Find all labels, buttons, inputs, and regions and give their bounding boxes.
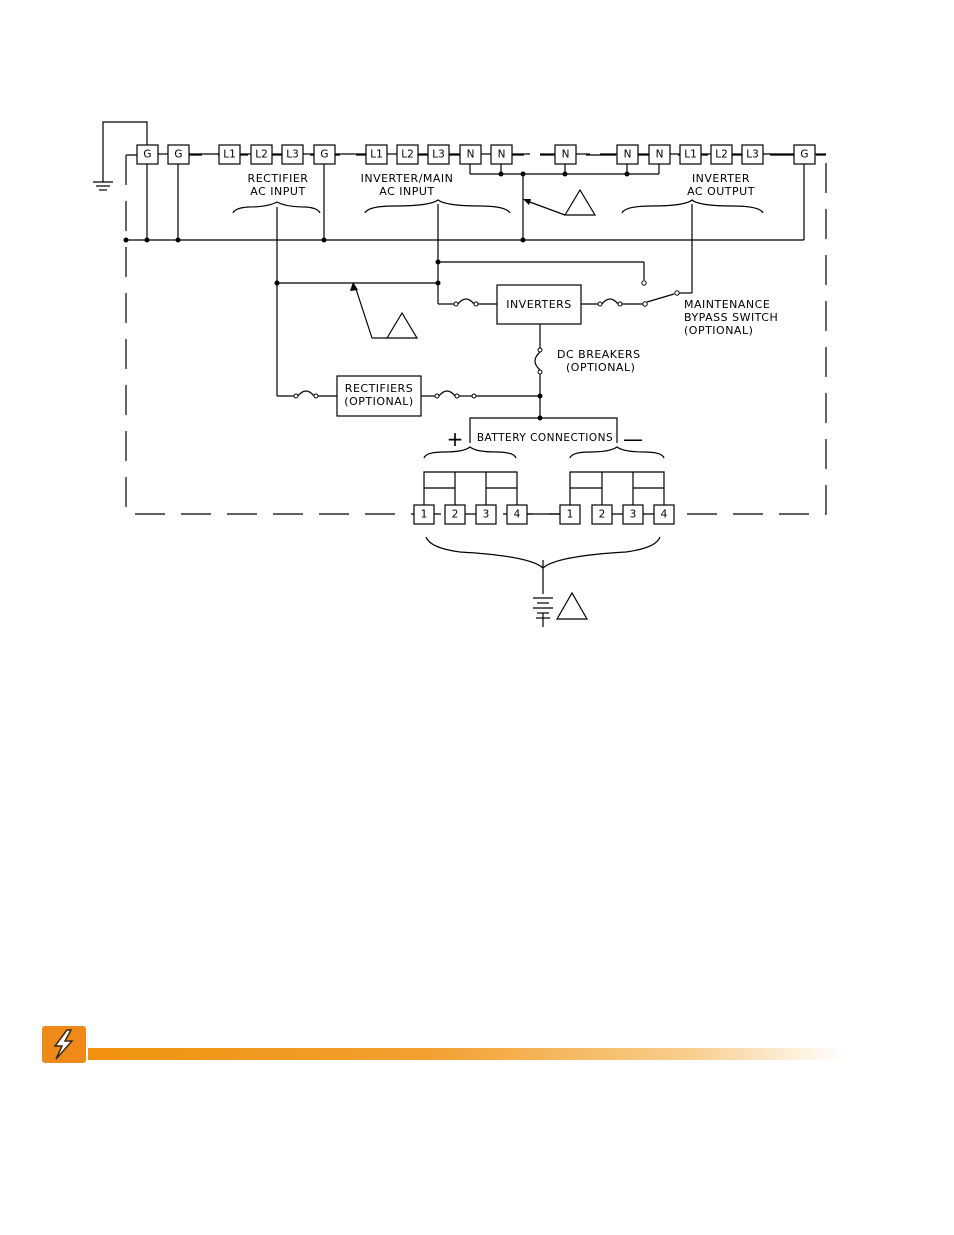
svg-text:N: N [467, 149, 475, 161]
battery-neg-terminal-4: 4 [654, 505, 674, 524]
svg-text:L1: L1 [223, 149, 236, 161]
svg-text:4: 4 [514, 509, 521, 521]
svg-text:L3: L3 [286, 149, 299, 161]
terminal-n-3: N [555, 145, 576, 164]
svg-text:1: 1 [421, 509, 428, 521]
svg-text:N: N [656, 149, 664, 161]
svg-text:3: 3 [630, 509, 637, 521]
terminal-l1-out: L1 [680, 145, 701, 164]
battery-jumpers-negative [570, 472, 664, 505]
inverter-ac-output-line2: AC OUTPUT [687, 185, 755, 198]
neutral-bus [470, 164, 659, 243]
terminal-l1-main: L1 [366, 145, 387, 164]
battery-connections-label: BATTERY CONNECTIONS [477, 432, 613, 444]
battery-neg-terminal-3: 3 [623, 505, 643, 524]
rectifier-ac-input-line1: RECTIFIER [248, 172, 309, 185]
battery-terminals: 1 2 3 4 1 2 3 4 [414, 505, 674, 524]
svg-text:N: N [498, 149, 506, 161]
inverter-output-path [581, 299, 647, 306]
battery-pos-terminal-4: 4 [507, 505, 527, 524]
terminal-g-3: G [314, 145, 335, 164]
inverter-ac-output-line1: INVERTER [692, 172, 750, 185]
terminal-l2-main: L2 [397, 145, 418, 164]
battery-connections: BATTERY CONNECTIONS + — [424, 418, 664, 458]
bypass-label-3: (OPTIONAL) [684, 324, 753, 337]
battery-pos-terminal-3: 3 [476, 505, 496, 524]
terminal-l2-out: L2 [711, 145, 732, 164]
svg-text:1: 1 [567, 509, 574, 521]
svg-text:L2: L2 [401, 149, 414, 161]
svg-text:L3: L3 [432, 149, 445, 161]
svg-text:G: G [800, 149, 808, 161]
top-terminals: G G L1 L2 L3 G L1 L2 L3 N N N N N L1 L2 … [137, 145, 815, 164]
terminal-l1-rect: L1 [219, 145, 240, 164]
svg-text:L2: L2 [715, 149, 728, 161]
dc-breakers: DC BREAKERS (OPTIONAL) [535, 324, 641, 421]
terminal-l3-out: L3 [742, 145, 763, 164]
bypass-label-2: BYPASS SWITCH [684, 311, 778, 324]
svg-text:L1: L1 [370, 149, 383, 161]
terminal-l2-rect: L2 [251, 145, 272, 164]
delta-note-triangle-1 [523, 190, 595, 215]
svg-text:L1: L1 [684, 149, 697, 161]
rectifiers-label-2: (OPTIONAL) [344, 395, 413, 408]
terminal-n-1: N [460, 145, 481, 164]
terminal-n-2: N [491, 145, 512, 164]
dc-breakers-label-2: (OPTIONAL) [566, 361, 635, 374]
lightning-bolt-icon [42, 1026, 86, 1063]
terminal-g-4: G [794, 145, 815, 164]
inverters-label: INVERTERS [506, 298, 572, 311]
input-braces [233, 200, 763, 213]
battery-neg-terminal-1: 1 [560, 505, 580, 524]
svg-text:4: 4 [661, 509, 668, 521]
rectifiers-block: RECTIFIERS (OPTIONAL) [337, 376, 540, 416]
rectifier-feed [275, 207, 441, 398]
terminal-g-2: G [168, 145, 189, 164]
external-battery-brace [426, 537, 660, 594]
svg-text:N: N [624, 149, 632, 161]
inverter-main-line1: INVERTER/MAIN [361, 172, 454, 185]
terminal-l3-main: L3 [428, 145, 449, 164]
terminal-n-5: N [649, 145, 670, 164]
bypass-label-1: MAINTENANCE [684, 298, 770, 311]
rectifier-ac-input-line2: AC INPUT [250, 185, 305, 198]
svg-text:G: G [174, 149, 182, 161]
negative-sign: — [623, 427, 643, 451]
delta-note-triangle-2 [350, 282, 417, 338]
svg-text:L2: L2 [255, 149, 268, 161]
svg-text:G: G [143, 149, 151, 161]
svg-text:G: G [320, 149, 328, 161]
svg-text:N: N [562, 149, 570, 161]
battery-pos-terminal-2: 2 [445, 505, 465, 524]
svg-text:2: 2 [599, 509, 606, 521]
lightning-bolt-glyph [42, 1026, 86, 1063]
dc-breakers-label-1: DC BREAKERS [557, 348, 641, 361]
footer-accent-bar [88, 1048, 844, 1060]
svg-text:L3: L3 [746, 149, 759, 161]
battery-pos-terminal-1: 1 [414, 505, 434, 524]
positive-sign: + [447, 427, 464, 451]
inverters-block: INVERTERS [497, 285, 581, 324]
terminal-g-1: G [137, 145, 158, 164]
battery-icon [533, 598, 553, 627]
terminal-n-4: N [617, 145, 638, 164]
bypass-switch: MAINTENANCE BYPASS SWITCH (OPTIONAL) [647, 204, 778, 337]
rectifiers-label-1: RECTIFIERS [345, 382, 413, 395]
svg-text:2: 2 [452, 509, 459, 521]
terminal-l3-rect: L3 [282, 145, 303, 164]
svg-text:3: 3 [483, 509, 490, 521]
battery-neg-terminal-2: 2 [592, 505, 612, 524]
battery-jumpers-positive [424, 472, 517, 505]
delta-note-triangle-3 [557, 593, 587, 619]
inverter-main-line2: AC INPUT [379, 185, 434, 198]
